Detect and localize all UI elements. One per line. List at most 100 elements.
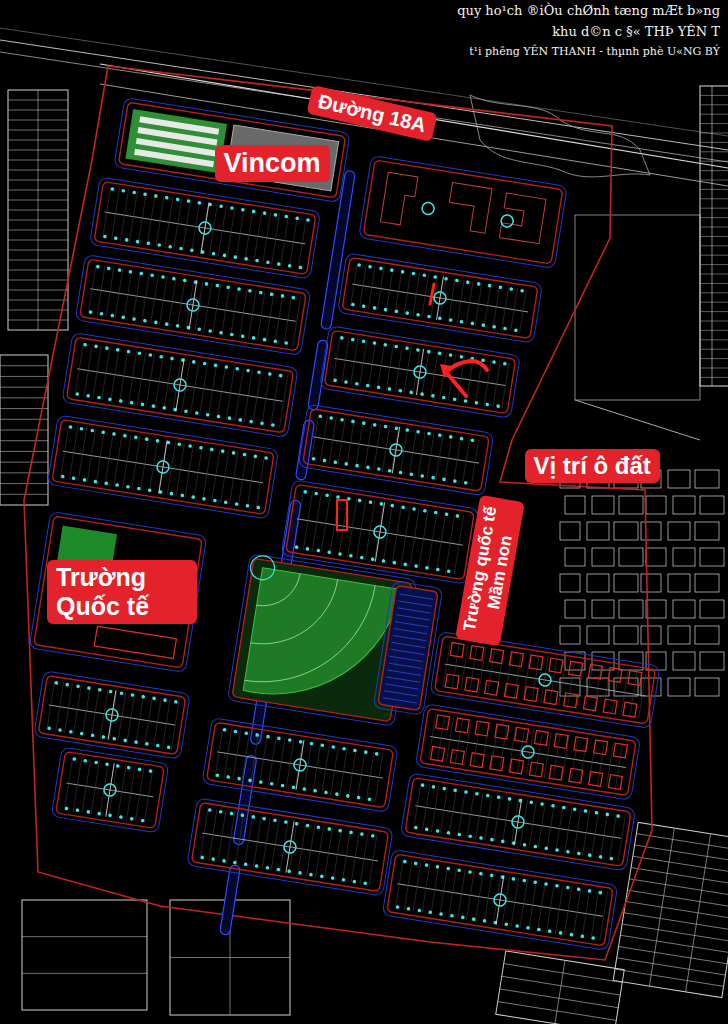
tree-dot <box>132 317 136 321</box>
tree-dot <box>497 795 501 799</box>
lot-line <box>213 284 221 333</box>
house-outline <box>646 548 666 566</box>
lot-line <box>183 199 191 250</box>
lot-line <box>253 371 261 424</box>
tree-dot <box>555 884 559 888</box>
tree-dot <box>340 418 344 422</box>
block-marker <box>283 840 297 854</box>
house-outline <box>700 652 724 670</box>
tree-dot <box>83 343 87 347</box>
lot-line <box>365 422 372 468</box>
tree-dot <box>249 420 253 424</box>
tree-dot <box>215 284 219 288</box>
tree-dot <box>156 743 160 747</box>
tree-dot <box>110 313 114 317</box>
lot-line <box>218 811 226 862</box>
tree-dot <box>256 505 260 509</box>
tree-dot <box>177 442 181 446</box>
tree-dot <box>127 349 131 353</box>
tree-dot <box>566 885 570 889</box>
land-block <box>29 511 207 672</box>
lot-divider <box>296 740 304 789</box>
block-outline <box>80 259 306 351</box>
tree-dot <box>584 809 588 813</box>
table-line <box>700 142 728 143</box>
lot-divider <box>514 799 521 845</box>
tree-dot <box>104 481 108 485</box>
table-line <box>700 189 728 190</box>
lot-line <box>151 274 159 323</box>
villa-house <box>608 775 622 790</box>
lot-line <box>154 698 162 747</box>
tree-dot <box>235 367 239 371</box>
tree-dot <box>284 341 288 345</box>
tree-dot <box>448 353 452 357</box>
tree-dot <box>438 316 442 320</box>
tree-dot <box>346 794 350 798</box>
tree-dot <box>161 275 165 279</box>
garden-outline <box>470 95 650 177</box>
tree-dot <box>76 684 80 688</box>
lot-line <box>194 446 202 499</box>
tree-dot <box>379 266 383 270</box>
parking-line <box>396 615 430 620</box>
tree-dot <box>428 910 432 914</box>
lot-line <box>475 282 482 325</box>
tree-dot <box>309 741 313 745</box>
lot-line <box>119 349 127 402</box>
parcel-strip <box>0 355 48 505</box>
villa-house <box>431 747 445 762</box>
tree-dot <box>82 478 86 482</box>
lot-line <box>445 435 452 481</box>
house-outline <box>668 470 690 488</box>
road-line <box>100 64 728 168</box>
tree-dot <box>215 773 219 777</box>
parking-line <box>386 677 420 682</box>
lot-line <box>556 805 563 851</box>
tree-dot <box>522 879 526 883</box>
land-block <box>90 177 321 279</box>
lot-line <box>386 268 393 311</box>
parcel-line <box>555 960 565 1023</box>
tree-dot <box>368 265 372 269</box>
tree-dot <box>115 483 119 487</box>
tree-dot <box>72 476 76 480</box>
tree-dot <box>447 569 451 573</box>
tree-dot <box>162 406 166 410</box>
tree-dot <box>461 915 465 919</box>
parcel-line <box>0 430 48 431</box>
tree-dot <box>544 846 548 850</box>
tree-dot <box>154 194 158 198</box>
lot-line <box>145 696 153 745</box>
parcel-strip <box>496 951 625 1024</box>
tree-dot <box>417 908 421 912</box>
tree-dot <box>109 689 113 693</box>
vincom-parking <box>125 109 227 173</box>
table-line <box>700 236 728 237</box>
tree-dot <box>460 437 464 441</box>
tree-dot <box>277 262 281 266</box>
tree-dot <box>425 827 429 831</box>
tree-dot <box>190 248 194 252</box>
tree-dot <box>605 812 609 816</box>
tree-dot <box>381 559 385 563</box>
lot-line <box>369 834 377 885</box>
tree-dot <box>257 370 261 374</box>
tree-dot <box>396 905 400 909</box>
road-edge <box>62 333 298 438</box>
tree-dot <box>509 287 513 291</box>
tree-dot <box>453 397 457 401</box>
block-outline <box>363 160 562 264</box>
tree-dot <box>314 491 318 495</box>
tree-dot <box>562 805 566 809</box>
tree-dot <box>453 479 457 483</box>
tree-dot <box>121 315 125 319</box>
tree-dot <box>155 439 159 443</box>
villa-house <box>529 655 543 670</box>
tree-dot <box>436 567 440 571</box>
tree-dot <box>195 411 199 415</box>
lot-line <box>289 216 297 267</box>
lot-line <box>342 830 350 881</box>
parcel-line <box>0 387 48 388</box>
